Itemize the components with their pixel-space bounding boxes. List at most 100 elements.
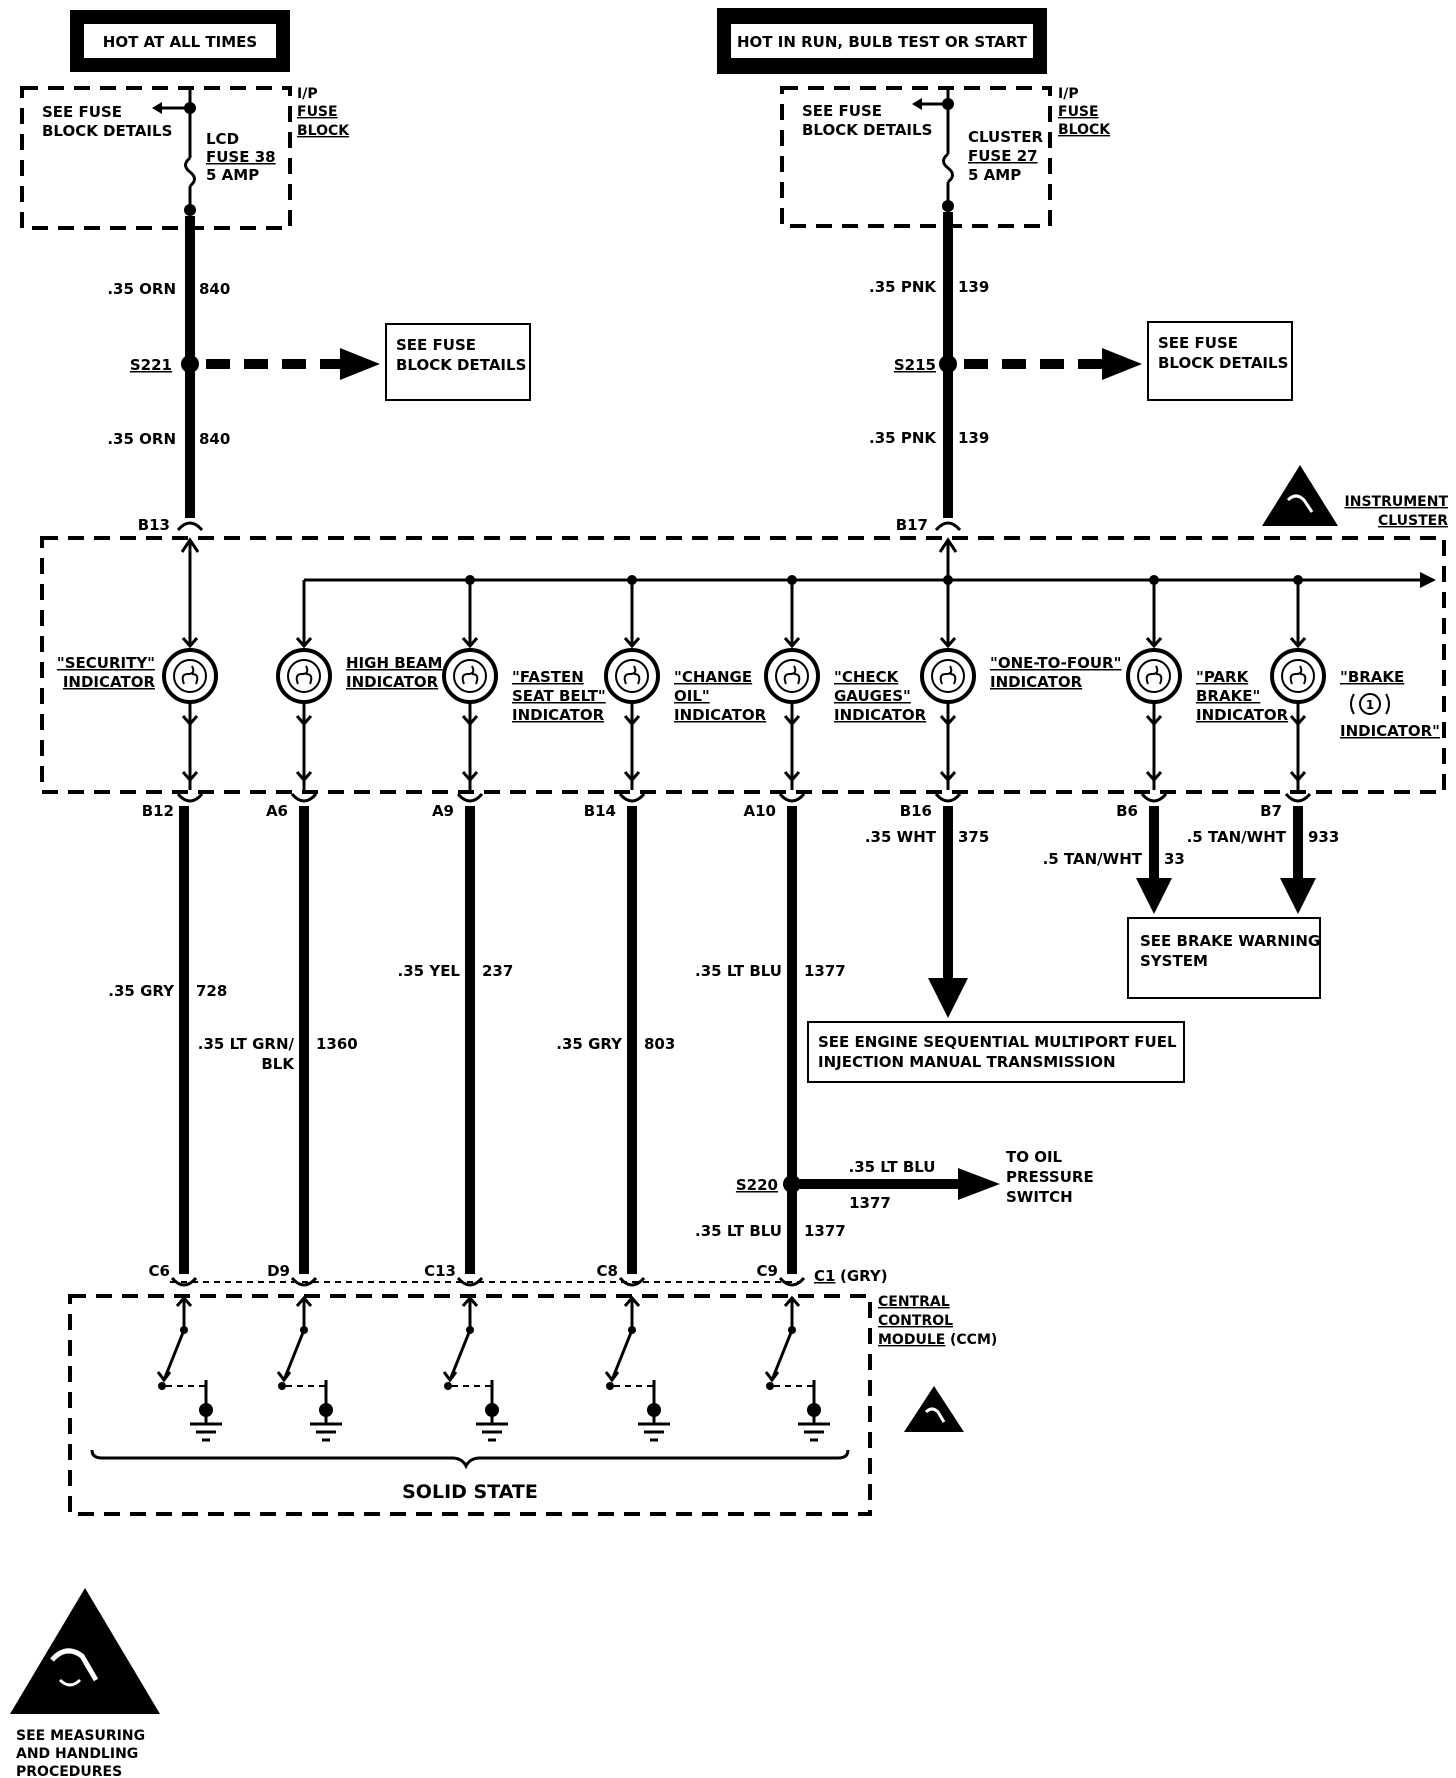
ground-icon [798, 1414, 830, 1442]
indicator-label-line: INDICATOR [834, 706, 927, 724]
indicator-label-line: GAUGES" [834, 687, 911, 705]
svg-text:SEE BRAKE WARNING: SEE BRAKE WARNING [1140, 932, 1320, 950]
brake-symbol-icon [1359, 693, 1381, 715]
ccm-input-0: C6 [149, 1262, 222, 1442]
pin-label: B12 [142, 802, 174, 820]
indicator-label-line: BRAKE" [1196, 687, 1260, 705]
svg-text:840: 840 [199, 280, 230, 298]
wire-33: .5 TAN/WHT 33 [1043, 806, 1185, 914]
svg-text:.35 LT BLU: .35 LT BLU [849, 1158, 936, 1176]
svg-text:5 AMP: 5 AMP [206, 166, 259, 184]
indicator-label-line: "SECURITY" [57, 654, 155, 672]
svg-text:728: 728 [196, 982, 227, 1000]
indicator-label-line: "CHANGE [674, 668, 752, 686]
indicator-label-line: 1 [1366, 698, 1374, 712]
esd-warning-icon [1262, 465, 1338, 526]
svg-text:933: 933 [1308, 828, 1339, 846]
svg-text:803: 803 [644, 1035, 675, 1053]
svg-text:(CCM): (CCM) [950, 1332, 997, 1348]
wire-1360: .35 LT GRN/ BLK 1360 [198, 806, 358, 1274]
svg-text:MODULE: MODULE [878, 1332, 945, 1348]
svg-text:.35 LT BLU: .35 LT BLU [695, 1222, 782, 1240]
central-control-module: C1 (GRY) CENTRAL CONTROL MODULE (CCM) SO… [68, 1267, 997, 1516]
ground-icon [310, 1414, 342, 1442]
svg-text:(GRY): (GRY) [840, 1267, 888, 1285]
splice-s215: S215 SEE FUSE BLOCK DETAILS [894, 321, 1293, 401]
bulb-icon [764, 648, 820, 704]
svg-text:B17: B17 [896, 516, 928, 534]
svg-text:5 AMP: 5 AMP [968, 166, 1021, 184]
wire-728: .35 GRY 728 [108, 806, 227, 1274]
svg-text:.5 TAN/WHT: .5 TAN/WHT [1043, 850, 1143, 868]
pin-label: B16 [900, 802, 932, 820]
indicator-label-line: SEAT BELT" [512, 687, 606, 705]
indicator-label-line: OIL" [674, 687, 710, 705]
svg-text:1377: 1377 [849, 1194, 891, 1212]
svg-text:I/P: I/P [1058, 86, 1079, 102]
svg-text:CONTROL: CONTROL [878, 1313, 953, 1329]
indicator-label-line: INDICATOR [674, 706, 767, 724]
splice-s220: S220 .35 LT BLU 1377 TO OIL PRESSURE SWI… [736, 1148, 1094, 1212]
indicator-label-line: "CHECK [834, 668, 900, 686]
svg-text:.35 LT BLU: .35 LT BLU [695, 962, 782, 980]
esd-handling-icon [10, 1588, 160, 1714]
svg-text:INJECTION MANUAL TRANSMISSION: INJECTION MANUAL TRANSMISSION [818, 1053, 1116, 1071]
output-pin-4: A10 [744, 792, 806, 820]
svg-text:840: 840 [199, 430, 230, 448]
svg-text:139: 139 [958, 278, 989, 296]
see-brake-warning-box: SEE BRAKE WARNING SYSTEM [1127, 917, 1321, 999]
power-source-right: HOT IN RUN, BULB TEST OR START [717, 8, 1047, 74]
svg-text:.35 ORN: .35 ORN [107, 430, 176, 448]
output-pin-3: B14 [584, 792, 646, 820]
indicator-label-line: INDICATOR" [1340, 722, 1440, 740]
svg-text:.35 PNK: .35 PNK [869, 429, 937, 447]
svg-text:I/P: I/P [297, 86, 318, 102]
svg-text:.35 ORN: .35 ORN [107, 280, 176, 298]
svg-text:SEE ENGINE SEQUENTIAL MULTIPOR: SEE ENGINE SEQUENTIAL MULTIPORT FUEL [818, 1033, 1177, 1051]
power-source-left: HOT AT ALL TIMES [70, 10, 290, 72]
ccm-input-4: C9 [757, 1262, 830, 1442]
fuse-block-right: SEE FUSE BLOCK DETAILS CLUSTER FUSE 27 5… [780, 86, 1111, 228]
output-pin-1: A6 [266, 792, 318, 820]
instrument-cluster: INSTRUMENT CLUSTER B13 B17 [40, 465, 1448, 794]
svg-text:SYSTEM: SYSTEM [1140, 952, 1208, 970]
ccm-pin-label: C13 [424, 1262, 456, 1280]
switch-icon [162, 1329, 186, 1381]
wire-375: .35 WHT 375 SEE ENGINE SEQUENTIAL MULTIP… [807, 806, 1185, 1083]
svg-text:.35 YEL: .35 YEL [398, 962, 461, 980]
svg-text:HOT IN RUN, BULB TEST OR START: HOT IN RUN, BULB TEST OR START [737, 33, 1028, 51]
svg-text:FUSE 38: FUSE 38 [206, 148, 276, 166]
indicator-label-line: INDICATOR [346, 673, 439, 691]
ground-icon [476, 1414, 508, 1442]
svg-text:375: 375 [958, 828, 989, 846]
svg-text:S220: S220 [736, 1176, 778, 1194]
svg-text:.35 PNK: .35 PNK [869, 278, 937, 296]
svg-text:139: 139 [958, 429, 989, 447]
svg-text:LCD: LCD [206, 130, 239, 148]
svg-text:1377: 1377 [804, 1222, 846, 1240]
wire-933: .5 TAN/WHT 933 [1187, 806, 1339, 914]
pin-label: B6 [1116, 802, 1138, 820]
svg-text:BLOCK DETAILS: BLOCK DETAILS [42, 122, 172, 140]
switch-icon [770, 1329, 794, 1381]
ccm-input-1: D9 [267, 1262, 342, 1442]
output-pin-6: B6 [1116, 792, 1168, 820]
svg-text:SEE MEASURING: SEE MEASURING [16, 1728, 145, 1744]
svg-text:BLOCK: BLOCK [1058, 122, 1111, 138]
output-pin-5: B16 [900, 792, 962, 820]
ccm-pin-label: C6 [149, 1262, 170, 1280]
svg-text:FUSE: FUSE [1058, 104, 1099, 120]
svg-text:SOLID STATE: SOLID STATE [402, 1481, 538, 1503]
svg-text:PROCEDURES: PROCEDURES [16, 1764, 122, 1778]
svg-text:.5 TAN/WHT: .5 TAN/WHT [1187, 828, 1287, 846]
bulb-icon [1126, 648, 1182, 704]
svg-text:FUSE 27: FUSE 27 [968, 147, 1038, 165]
indicator-label-line: "BRAKE [1340, 668, 1404, 686]
bulb-icon [920, 648, 976, 704]
